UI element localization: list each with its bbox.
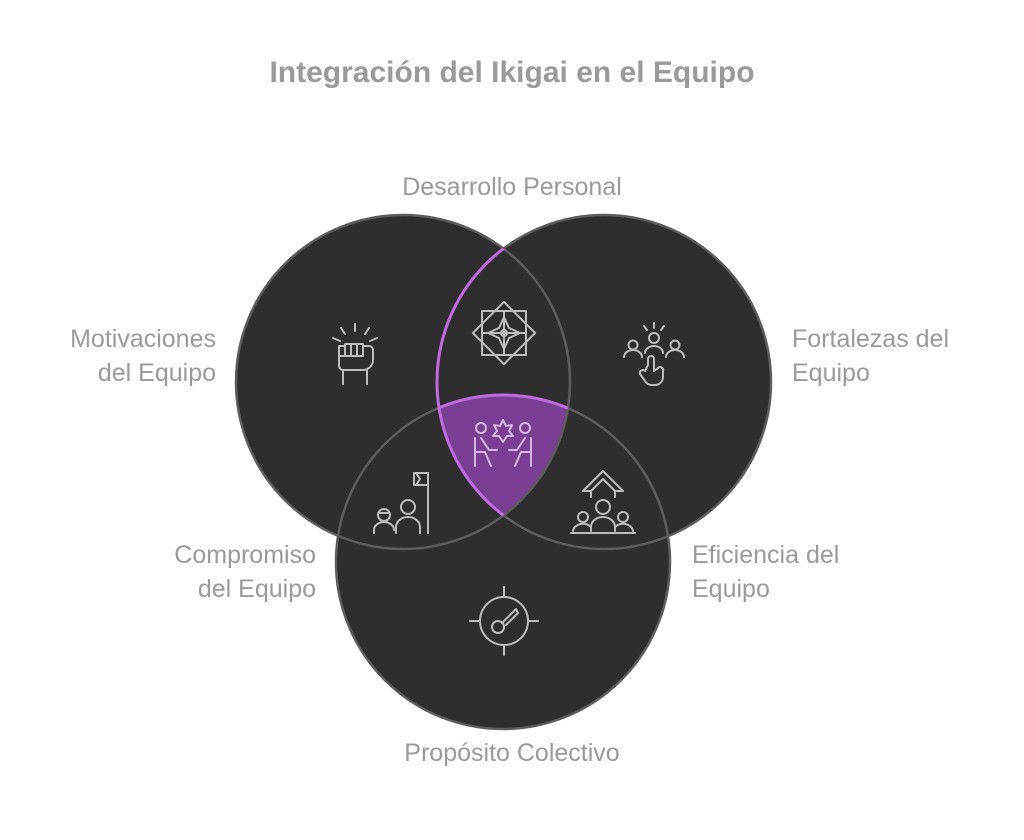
team-flag-icon: [373, 472, 429, 534]
label-motivaciones-del-equipo: Motivaciones del Equipo: [70, 325, 216, 387]
label-proposito-colectivo: Propósito Colectivo: [404, 739, 620, 767]
target-gauge-icon: [469, 586, 539, 656]
page-title: Integración del Ikigai en el Equipo: [269, 56, 755, 89]
label-desarrollo-personal: Desarrollo Personal: [402, 173, 622, 201]
compass-rose-icon: [471, 300, 537, 366]
team-selection-hand-icon: [623, 322, 685, 386]
label-fortalezas-del-equipo: Fortalezas del Equipo: [792, 325, 950, 387]
center-intersection-outline: [437, 393, 570, 549]
circle-outline-left: [234, 213, 572, 551]
team-growth-arrow-icon: [570, 470, 636, 534]
raised-fist-icon: [332, 323, 378, 385]
label-compromiso-del-equipo: Compromiso del Equipo: [174, 541, 316, 603]
collaboration-icon: [474, 419, 532, 467]
label-eficiencia-del-equipo: Eficiencia del Equipo: [692, 541, 840, 603]
